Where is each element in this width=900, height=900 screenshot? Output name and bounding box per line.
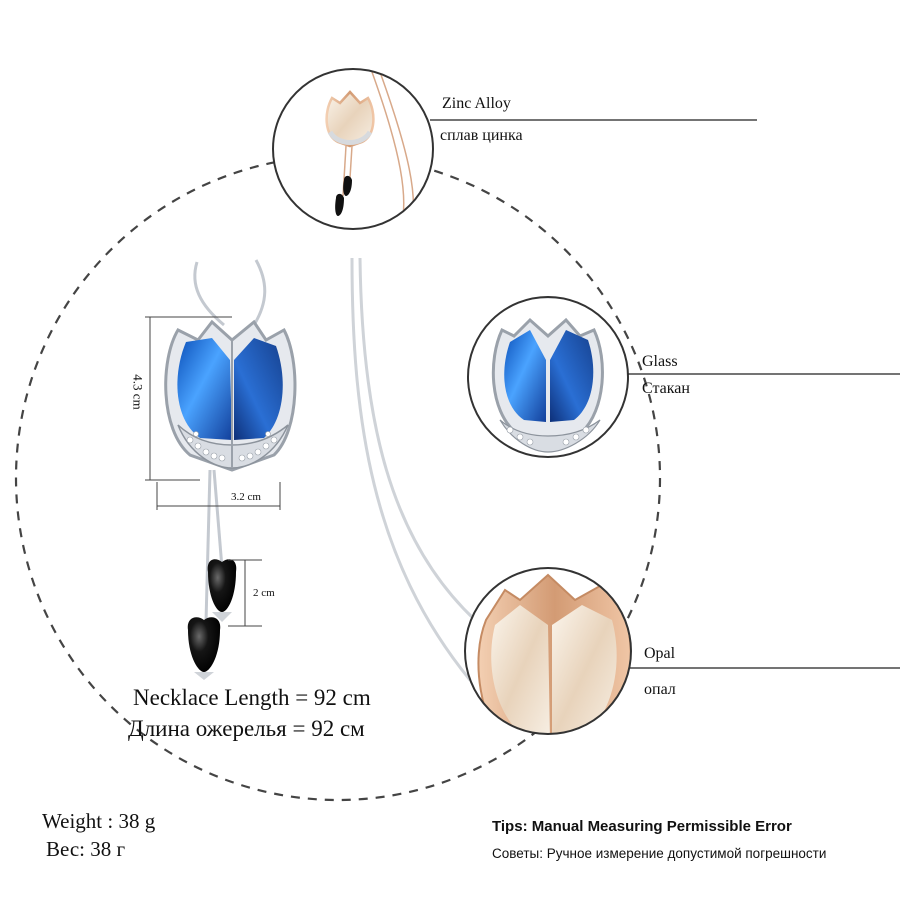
weight-label: Weight : 38 g bbox=[42, 809, 156, 833]
label-rules bbox=[430, 119, 900, 669]
black-tulip-bead bbox=[187, 617, 221, 680]
detail-opal bbox=[464, 567, 632, 735]
tassel-chain bbox=[212, 469, 224, 569]
chain-strand bbox=[193, 261, 225, 327]
chain-strand bbox=[350, 257, 472, 681]
material-label-opal: Opal bbox=[644, 645, 676, 662]
dimension-width-label: 3.2 cm bbox=[231, 491, 261, 503]
black-tulip-bead bbox=[207, 559, 237, 622]
material-label-opal-ru: опал bbox=[644, 681, 676, 698]
detail-zinc-alloy bbox=[272, 68, 434, 230]
material-label-zinc-alloy: Zinc Alloy bbox=[442, 95, 511, 112]
tips-label-ru: Советы: Ручное измерение допустимой погр… bbox=[492, 846, 827, 861]
chain-strand bbox=[252, 259, 267, 326]
material-label-glass: Glass bbox=[642, 353, 678, 370]
detail-glass bbox=[467, 296, 629, 458]
necklace-length-label: Necklace Length = 92 cm bbox=[133, 685, 371, 710]
material-label-glass-ru: Стакан bbox=[642, 380, 690, 397]
main-pendant bbox=[164, 319, 297, 472]
tassel-chain bbox=[204, 469, 212, 623]
chain-strand bbox=[358, 257, 477, 622]
material-label-zinc-alloy-ru: сплав цинка bbox=[440, 127, 523, 144]
weight-label-ru: Вес: 38 г bbox=[46, 837, 126, 861]
dimension-drop-label: 2 cm bbox=[253, 587, 275, 599]
necklace-length-label-ru: Длина ожерелья = 92 см bbox=[128, 716, 365, 741]
tips-label: Tips: Manual Measuring Permissible Error bbox=[492, 818, 792, 835]
dimension-guides bbox=[145, 316, 281, 627]
dimension-height-label: 4.3 cm bbox=[130, 374, 146, 410]
